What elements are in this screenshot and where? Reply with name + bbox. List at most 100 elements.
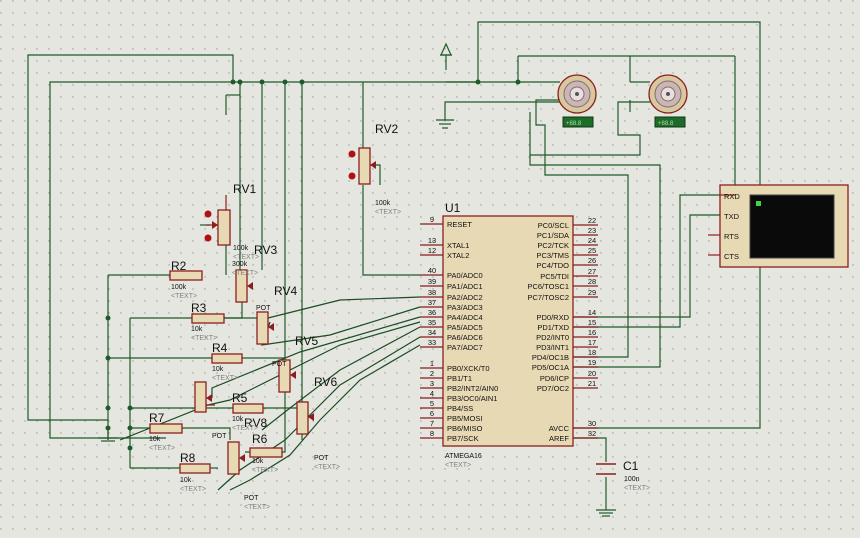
rv8-potentiometer[interactable]: RV8 POT <TEXT> POT <box>206 404 270 511</box>
r6-value: 10k <box>252 458 264 465</box>
u1-pin-name: PD7/OC2 <box>537 384 569 393</box>
virtual-terminal[interactable]: RXD TXD RTS CTS <box>708 184 849 268</box>
rv4-label: RV4 <box>274 284 297 298</box>
u1-pin-number: 17 <box>588 338 596 347</box>
u1-pin-number: 16 <box>588 328 596 337</box>
r8-label: R8 <box>180 451 196 465</box>
r5-value: 10k <box>232 416 244 423</box>
u1-pin-number: 9 <box>430 215 434 224</box>
rv2-label: RV2 <box>375 122 398 136</box>
r7-resistor[interactable]: R7 10k <TEXT> <box>149 411 183 452</box>
r6-resistor[interactable]: R6 10k <TEXT> <box>249 432 283 474</box>
rv1-potentiometer[interactable]: RV1 100k <TEXT> <box>204 182 260 261</box>
u1-pin-name: PD2/INT0 <box>536 333 569 342</box>
r4-resistor[interactable]: R4 10k <TEXT> <box>211 341 243 382</box>
u1-pin-number: 15 <box>588 318 596 327</box>
u1-pin-name: PC0/SCL <box>538 221 569 230</box>
u1-pin-number: 4 <box>430 389 434 398</box>
u1-pin-number: 26 <box>588 256 596 265</box>
u1-pin-name: AREF <box>549 434 569 443</box>
u1-pin-number: 37 <box>428 298 436 307</box>
r3-resistor[interactable]: R3 10k <TEXT> <box>191 301 225 342</box>
r8-text: <TEXT> <box>180 486 206 493</box>
rv6-value: POT <box>314 455 329 462</box>
r7-label: R7 <box>149 411 165 425</box>
u1-pin-number: 19 <box>588 358 596 367</box>
u1-microcontroller[interactable]: U1 9RESET13XTAL112XTAL240PA0/ADC039PA1/A… <box>420 201 598 469</box>
u1-pin-number: 3 <box>430 379 434 388</box>
rv4-potentiometer[interactable]: RV4 POT <box>256 284 297 345</box>
u1-pin-number: 5 <box>430 399 434 408</box>
u1-pin-number: 36 <box>428 308 436 317</box>
r5-label: R5 <box>232 391 248 405</box>
u1-pin-number: 28 <box>588 277 596 286</box>
rv3-label: RV3 <box>254 243 277 257</box>
u1-pin-name: PC2/TCK <box>537 241 569 250</box>
rv6-potentiometer[interactable]: RV6 POT <TEXT> <box>296 375 340 471</box>
c1-label: C1 <box>623 459 639 473</box>
u1-pin-name: PD1/TXD <box>537 323 569 332</box>
rv8-label: RV8 <box>244 416 267 430</box>
r5-resistor[interactable]: R5 10k <TEXT> <box>232 391 264 432</box>
servo-motor-2-icon[interactable]: +88.8 <box>648 74 688 128</box>
u1-pin-number: 7 <box>430 419 434 428</box>
u1-pin-number: 30 <box>588 419 596 428</box>
rv6-text: <TEXT> <box>314 464 340 471</box>
pot-under-r4[interactable] <box>194 381 212 413</box>
u1-pin-name: PD5/OC1A <box>532 363 569 372</box>
r4-value: 10k <box>212 366 224 373</box>
rv5-potentiometer[interactable]: RV5 POT <box>272 334 318 393</box>
r7-text: <TEXT> <box>149 445 175 452</box>
u1-pin-number: 12 <box>428 246 436 255</box>
u1-pin-name: PD4/OC1B <box>532 353 569 362</box>
r6-text: <TEXT> <box>252 467 278 474</box>
r8-resistor[interactable]: R8 10k <TEXT> <box>179 451 211 493</box>
u1-pin-name: PB0/XCK/T0 <box>447 364 490 373</box>
u1-pin-name: AVCC <box>549 424 570 433</box>
r8-value: 10k <box>180 477 192 484</box>
power-arrow-icon <box>440 42 452 56</box>
rv1-label: RV1 <box>233 182 256 196</box>
rv2-potentiometer[interactable]: RV2 100k <TEXT> <box>348 122 402 216</box>
c1-capacitor[interactable]: C1 100n <TEXT> <box>596 459 650 492</box>
rv1-value: 100k <box>233 245 249 252</box>
u1-pin-number: 27 <box>588 267 596 276</box>
u1-pin-number: 1 <box>430 359 434 368</box>
u1-left-pins: 9RESET13XTAL112XTAL240PA0/ADC039PA1/ADC1… <box>420 215 498 443</box>
u1-pin-name: PC1/SDA <box>537 231 569 240</box>
terminal-pin-txd: TXD <box>724 212 740 221</box>
u1-pin-name: RESET <box>447 220 472 229</box>
terminal-pin-cts: CTS <box>724 252 739 261</box>
u1-pin-number: 8 <box>430 429 434 438</box>
u1-pin-name: PB3/OC0/AIN1 <box>447 394 497 403</box>
u1-pin-number: 24 <box>588 236 596 245</box>
u1-pin-name: PB6/MISO <box>447 424 483 433</box>
u1-pin-number: 32 <box>588 429 596 438</box>
r2-resistor[interactable]: R2 100k <TEXT> <box>169 259 203 300</box>
svg-text:+88.8: +88.8 <box>658 121 674 127</box>
r4-text: <TEXT> <box>212 375 238 382</box>
rv3-potentiometer[interactable]: RV3 300k <TEXT> <box>232 243 277 303</box>
servo-motor-1-icon[interactable]: +88.8 <box>557 74 597 128</box>
u1-pin-name: PB2/INT2/AIN0 <box>447 384 498 393</box>
u1-pin-number: 14 <box>588 308 596 317</box>
